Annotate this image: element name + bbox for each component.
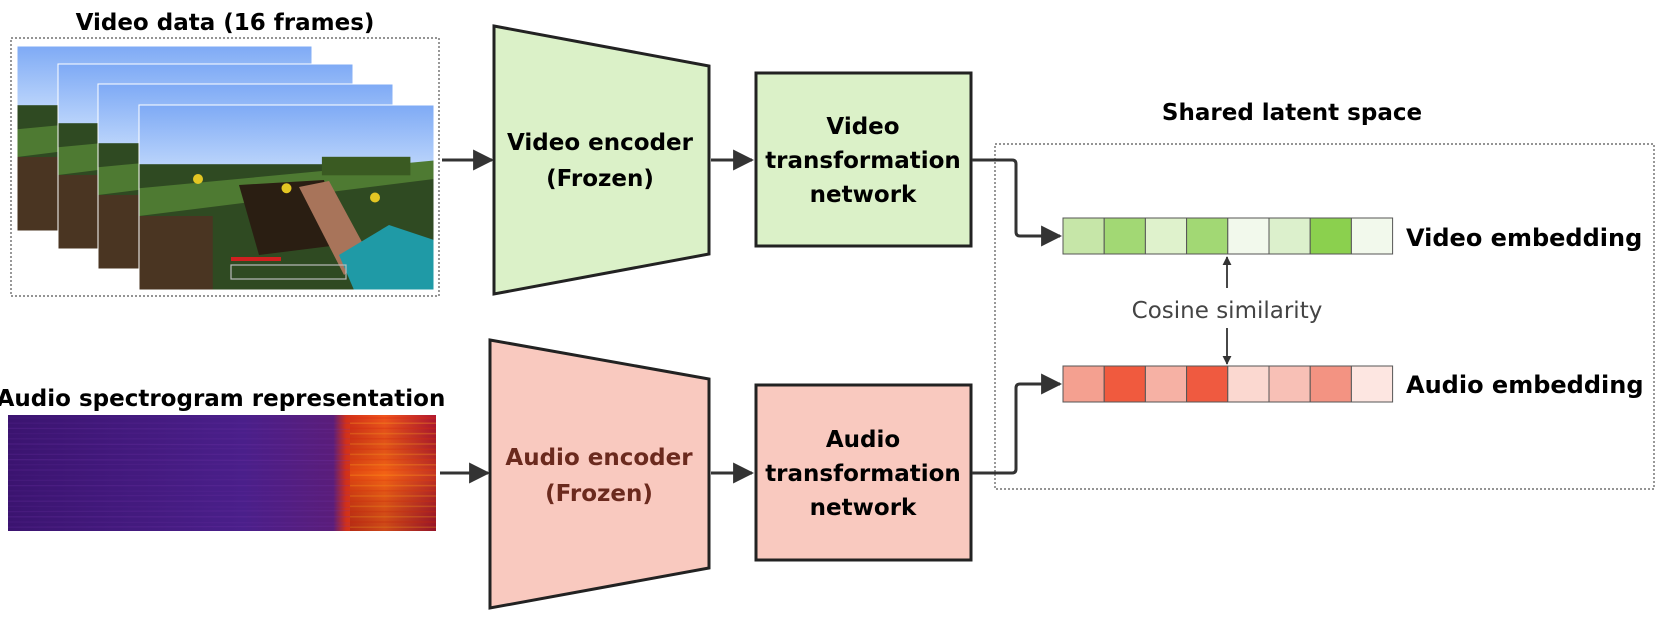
audio-embedding-label: Audio embedding xyxy=(1406,371,1644,399)
video-embedding-cell xyxy=(1227,217,1270,255)
video-embedding-cell xyxy=(1144,217,1188,255)
video-encoder-block xyxy=(492,24,711,296)
audio-input-title: Audio spectrogram representation xyxy=(0,386,445,412)
video-encoder-label: Video encoder xyxy=(507,130,694,156)
video-input-frame-border xyxy=(10,37,440,297)
audio-embedding-cell xyxy=(1144,365,1188,403)
video-frames-stack xyxy=(16,45,435,291)
video-embedding-cell xyxy=(1268,217,1311,255)
video-transform-line2: transformation xyxy=(765,148,961,174)
audio-embedding-cell xyxy=(1062,365,1105,403)
latent-space-border xyxy=(994,143,1655,490)
audio-embedding-cell xyxy=(1350,365,1394,403)
video-embedding-cell xyxy=(1309,217,1352,255)
audio-transform-line2: transformation xyxy=(765,461,961,487)
video-transform-line3: network xyxy=(810,182,917,208)
video-embedding-cell xyxy=(1186,217,1229,255)
audio-transformation-block xyxy=(754,383,973,562)
video-embedding-label: Video embedding xyxy=(1406,224,1642,252)
audio-embedding-cell xyxy=(1186,365,1229,403)
audio-spectrogram xyxy=(8,415,436,531)
audio-encoder-label: Audio encoder xyxy=(505,445,693,471)
arrow-audio-transform-to-embedding xyxy=(972,373,1063,475)
video-embedding-cell xyxy=(1062,217,1105,255)
video-encoder-frozen: (Frozen) xyxy=(546,166,654,192)
audio-transform-line3: network xyxy=(810,495,917,521)
audio-embedding-cell xyxy=(1309,365,1352,403)
video-transformation-block xyxy=(754,71,973,248)
video-input-title: Video data (16 frames) xyxy=(76,10,375,36)
video-embedding-vector xyxy=(1062,217,1394,255)
audio-encoder-block xyxy=(488,338,711,610)
arrow-video-transform-to-embedding xyxy=(972,158,1063,247)
audio-embedding-cell xyxy=(1227,365,1270,403)
cosine-similarity-label: Cosine similarity xyxy=(1132,298,1323,324)
audio-embedding-cell xyxy=(1103,365,1146,403)
video-transform-line1: Video xyxy=(826,114,899,140)
video-embedding-cell xyxy=(1350,217,1394,255)
video-embedding-cell xyxy=(1103,217,1146,255)
video-frame xyxy=(138,104,435,291)
audio-encoder-frozen: (Frozen) xyxy=(545,481,653,507)
audio-transform-line1: Audio xyxy=(826,427,900,453)
audio-embedding-vector xyxy=(1062,365,1394,403)
audio-embedding-cell xyxy=(1268,365,1311,403)
latent-space-title: Shared latent space xyxy=(1162,100,1422,126)
